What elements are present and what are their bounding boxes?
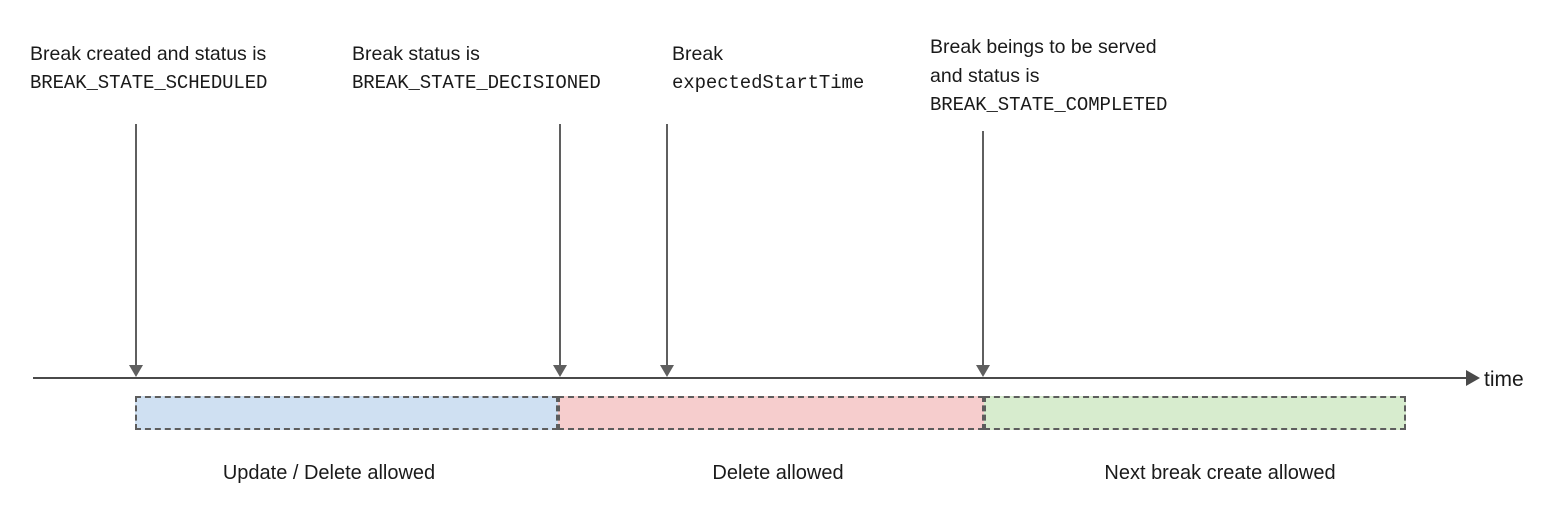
annotation-completed: Break beings to be served and status is BR… (930, 33, 1167, 120)
pointer-arrow-scheduled (135, 124, 137, 366)
annotation-decisioned-line-2: BREAK_STATE_DECISIONED (352, 72, 601, 94)
annotation-scheduled-line-1: Break created and status is (30, 43, 267, 65)
pointer-arrow-expected-start-time (666, 124, 668, 366)
phase-caption-next-break-create: Next break create allowed (1104, 462, 1336, 484)
time-axis-label: time (1484, 368, 1524, 391)
annotation-scheduled: Break created and status is BREAK_STATE_S… (30, 40, 267, 98)
annotation-expected-start-time-line-1: Break (672, 43, 723, 65)
annotation-completed-line-1: Break beings to be served (930, 36, 1157, 58)
pointer-arrow-decisioned (559, 124, 561, 366)
annotation-expected-start-time-line-2: expectedStartTime (672, 72, 865, 94)
phase-caption-delete-only: Delete allowed (712, 462, 844, 484)
time-axis-arrow-icon (1466, 370, 1480, 386)
pointer-arrow-completed (982, 131, 984, 366)
annotation-expected-start-time: Break expectedStartTime (672, 40, 864, 98)
annotation-completed-line-2: and status is (930, 65, 1040, 87)
annotation-scheduled-line-2: BREAK_STATE_SCHEDULED (30, 72, 268, 94)
phase-bar-delete-only (558, 396, 984, 430)
annotation-decisioned-line-1: Break status is (352, 43, 480, 65)
phase-bar-update-delete (135, 396, 558, 430)
phase-bar-next-break-create (984, 396, 1406, 430)
phase-caption-update-delete: Update / Delete allowed (222, 462, 436, 484)
annotation-completed-line-3: BREAK_STATE_COMPLETED (930, 94, 1168, 116)
annotation-decisioned: Break status is BREAK_STATE_DECISIONED (352, 40, 601, 98)
time-axis-line (33, 377, 1466, 379)
